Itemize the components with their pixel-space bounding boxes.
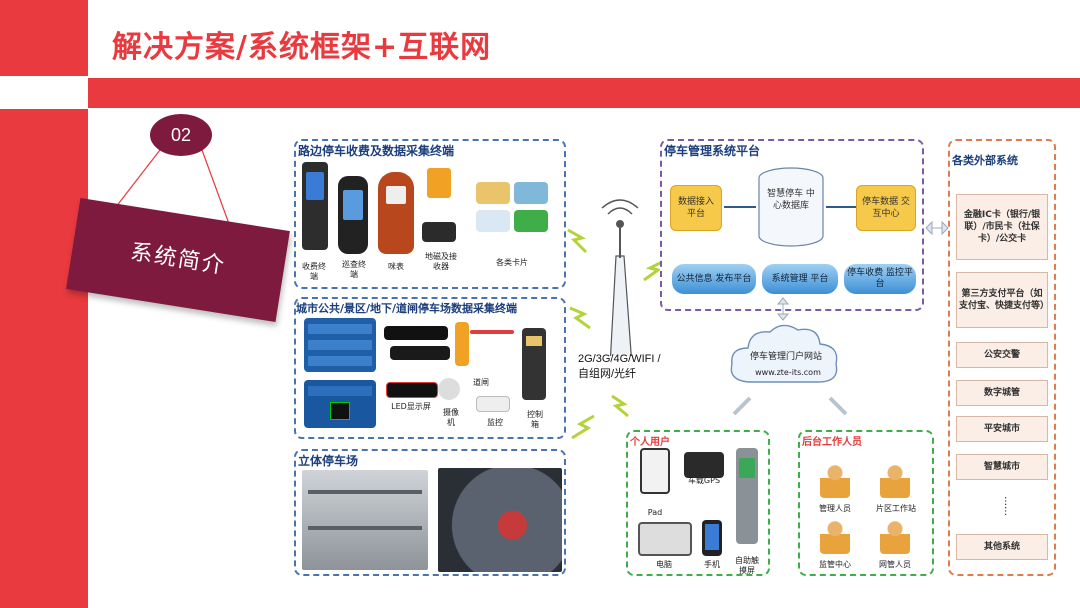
- lightning-icon: [643, 258, 667, 282]
- geomagnetic-sensor-device: [427, 168, 451, 198]
- person-icon: [820, 518, 850, 554]
- parking-lot-panel-title: 城市公共/景区/地下/道闸停车场数据采集终端: [296, 302, 518, 315]
- role-label: 管理人员: [819, 504, 851, 513]
- lightning-icon: [571, 414, 595, 440]
- garage-photo-1: [302, 470, 428, 570]
- patrol-terminal-device: [338, 176, 368, 254]
- laptop-device: [638, 522, 692, 556]
- led-display-small-2: [390, 346, 450, 360]
- badge-connector-lines: [111, 149, 233, 233]
- data-exchange-center[interactable]: 停车数据 交互中心: [856, 185, 916, 231]
- public-info-platform-button[interactable]: 公共信息 发布平台: [672, 264, 756, 294]
- card-2: [514, 182, 548, 204]
- device-label: 自助触摸屏: [735, 556, 759, 575]
- barrier-arm: [470, 330, 514, 334]
- double-arrow-icon: [826, 206, 856, 208]
- ellipsis: ……: [1002, 496, 1013, 516]
- guidance-sign: [304, 318, 376, 372]
- portal-url[interactable]: www.zte-its.com: [755, 368, 821, 377]
- device-label: 车载GPS: [687, 476, 721, 485]
- device-label: 监控: [487, 418, 503, 427]
- database-icon: [758, 167, 824, 247]
- control-box-device: [522, 328, 546, 400]
- led-display-small: [384, 326, 448, 340]
- role-label: 网管人员: [879, 560, 911, 569]
- parking-meter-device: [378, 172, 414, 254]
- central-database-label: 智慧停车 中心数据库: [767, 189, 815, 211]
- left-accent-bar-bottom: [0, 109, 88, 608]
- device-label: 道闸: [473, 378, 489, 387]
- device-label: 电脑: [656, 560, 672, 569]
- external-system-item[interactable]: 第三方支付平台（如支付宝、快捷支付等）: [956, 272, 1049, 328]
- charging-monitor-button[interactable]: 停车收费 监控平台: [844, 264, 916, 294]
- cloud-icon: [730, 324, 838, 383]
- backend-staff-title: 后台工作人员: [802, 437, 862, 448]
- device-label: LED显示屏: [391, 402, 431, 411]
- left-accent-bar-top: [0, 0, 88, 76]
- person-icon: [880, 518, 910, 554]
- device-label: Pad: [647, 508, 663, 517]
- person-icon: [880, 462, 910, 498]
- person-icon: [820, 462, 850, 498]
- external-system-item[interactable]: 数字城管: [956, 380, 1048, 406]
- device-label: 收费终端: [302, 262, 326, 281]
- double-arrow-icon: [732, 396, 752, 416]
- device-label: 地磁及接收器: [425, 252, 457, 271]
- external-system-item[interactable]: 智慧城市: [956, 454, 1048, 480]
- phone-device: [702, 520, 722, 556]
- double-arrow-icon: [828, 396, 848, 416]
- camera-device: [438, 378, 460, 400]
- receiver-device: [422, 222, 456, 242]
- platform-panel-title: 停车管理系统平台: [664, 144, 761, 158]
- external-system-item[interactable]: 平安城市: [956, 416, 1048, 442]
- kiosk-device: [736, 448, 758, 544]
- device-label: 摄像机: [443, 408, 459, 427]
- gps-device: [684, 452, 724, 478]
- card-3: [476, 210, 510, 232]
- pad-device: [640, 448, 670, 494]
- data-access-platform[interactable]: 数据接入 平台: [670, 185, 722, 231]
- double-arrow-icon: [724, 206, 756, 208]
- device-label: 咪表: [388, 262, 404, 271]
- portal-label: 停车管理门户网站: [749, 352, 822, 362]
- role-label: 监管中心: [819, 560, 851, 569]
- personal-users-title: 个人用户: [630, 437, 670, 448]
- section-number-badge: 02: [150, 114, 212, 156]
- antenna-icon: [601, 199, 639, 356]
- roadside-panel-title: 路边停车收费及数据采集终端: [298, 144, 455, 158]
- backend-staff-panel: [798, 430, 934, 576]
- device-label: 各类卡片: [496, 258, 528, 267]
- lightning-icon: [611, 394, 629, 418]
- surveillance-camera: [476, 396, 510, 412]
- device-label: 控制箱: [527, 410, 543, 429]
- slide-title: 解决方案/系统框架+互联网: [112, 30, 492, 65]
- network-label: 2G/3G/4G/WIFI /自组网/光纤: [578, 353, 661, 380]
- device-label: 手机: [704, 560, 720, 569]
- header-banner: [88, 78, 1080, 108]
- garage-panel-title: 立体停车场: [298, 454, 359, 468]
- charging-terminal-device: [302, 162, 328, 250]
- external-systems-title: 各类外部系统: [952, 154, 1018, 167]
- external-system-item[interactable]: 公安交警: [956, 342, 1048, 368]
- garage-photo-2: [438, 468, 562, 572]
- role-label: 片区工作站: [876, 504, 916, 513]
- led-screen: [386, 382, 438, 398]
- double-arrow-icon: [925, 220, 949, 236]
- parking-space-display: [304, 380, 376, 428]
- external-system-item[interactable]: 金融IC卡（银行/银联）/市民卡（社保卡）/公交卡: [956, 194, 1048, 260]
- device-label: 巡查终端: [342, 260, 366, 279]
- lightning-icon: [567, 228, 588, 254]
- lightning-icon: [569, 306, 591, 330]
- card-4: [514, 210, 548, 232]
- double-arrow-icon: [776, 297, 790, 321]
- system-management-button[interactable]: 系统管理 平台: [762, 264, 838, 294]
- barrier-gate-device: [455, 322, 469, 366]
- external-system-item[interactable]: 其他系统: [956, 534, 1048, 560]
- card-1: [476, 182, 510, 204]
